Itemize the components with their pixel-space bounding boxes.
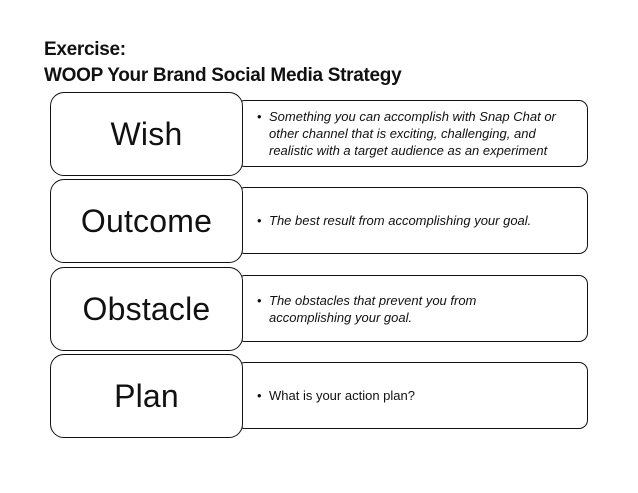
title-line-strategy: WOOP Your Brand Social Media Strategy [44, 65, 402, 86]
description-box-plan: • What is your action plan? [236, 362, 588, 429]
woop-row-wish: • Something you can accomplish with Snap… [0, 92, 638, 176]
description-text-outcome: The best result from accomplishing your … [269, 212, 531, 229]
description-bullet-wish: • Something you can accomplish with Snap… [257, 108, 556, 159]
description-box-obstacle: • The obstacles that prevent you from ac… [236, 275, 588, 342]
description-text-obstacle: The obstacles that prevent you from acco… [269, 292, 476, 326]
description-box-wish: • Something you can accomplish with Snap… [236, 100, 588, 167]
description-line: The best result from accomplishing your … [269, 213, 532, 228]
term-box-outcome: Outcome [50, 179, 243, 263]
woop-row-plan: • What is your action plan? Plan [0, 354, 638, 438]
description-line: other channel that is exciting, challeng… [269, 126, 536, 141]
bullet-marker: • [257, 292, 262, 308]
woop-row-outcome: • The best result from accomplishing you… [0, 179, 638, 263]
term-box-obstacle: Obstacle [50, 267, 243, 351]
term-box-wish: Wish [50, 92, 243, 176]
description-line: accomplishing your goal. [269, 309, 413, 325]
description-text-wish: Something you can accomplish with Snap C… [269, 108, 556, 159]
description-line: Something you can accomplish with Snap C… [269, 109, 556, 124]
description-bullet-obstacle: • The obstacles that prevent you from ac… [257, 292, 476, 326]
description-bullet-plan: • What is your action plan? [257, 387, 415, 404]
description-line: realistic with a target audience as an e… [269, 143, 548, 158]
description-text-plan: What is your action plan? [269, 387, 415, 404]
description-line: What is your action plan? [269, 388, 415, 403]
description-line: The obstacles that prevent you from [269, 292, 477, 308]
term-box-plan: Plan [50, 354, 243, 438]
woop-row-obstacle: • The obstacles that prevent you from ac… [0, 267, 638, 351]
description-bullet-outcome: • The best result from accomplishing you… [257, 212, 531, 229]
description-box-outcome: • The best result from accomplishing you… [236, 187, 588, 254]
bullet-marker: • [257, 213, 262, 228]
title-line-exercise: Exercise: [44, 39, 126, 60]
bullet-marker: • [257, 109, 262, 124]
bullet-marker: • [257, 388, 262, 403]
page-title: Exercise: WOOP Your Brand Social Media S… [44, 37, 402, 89]
